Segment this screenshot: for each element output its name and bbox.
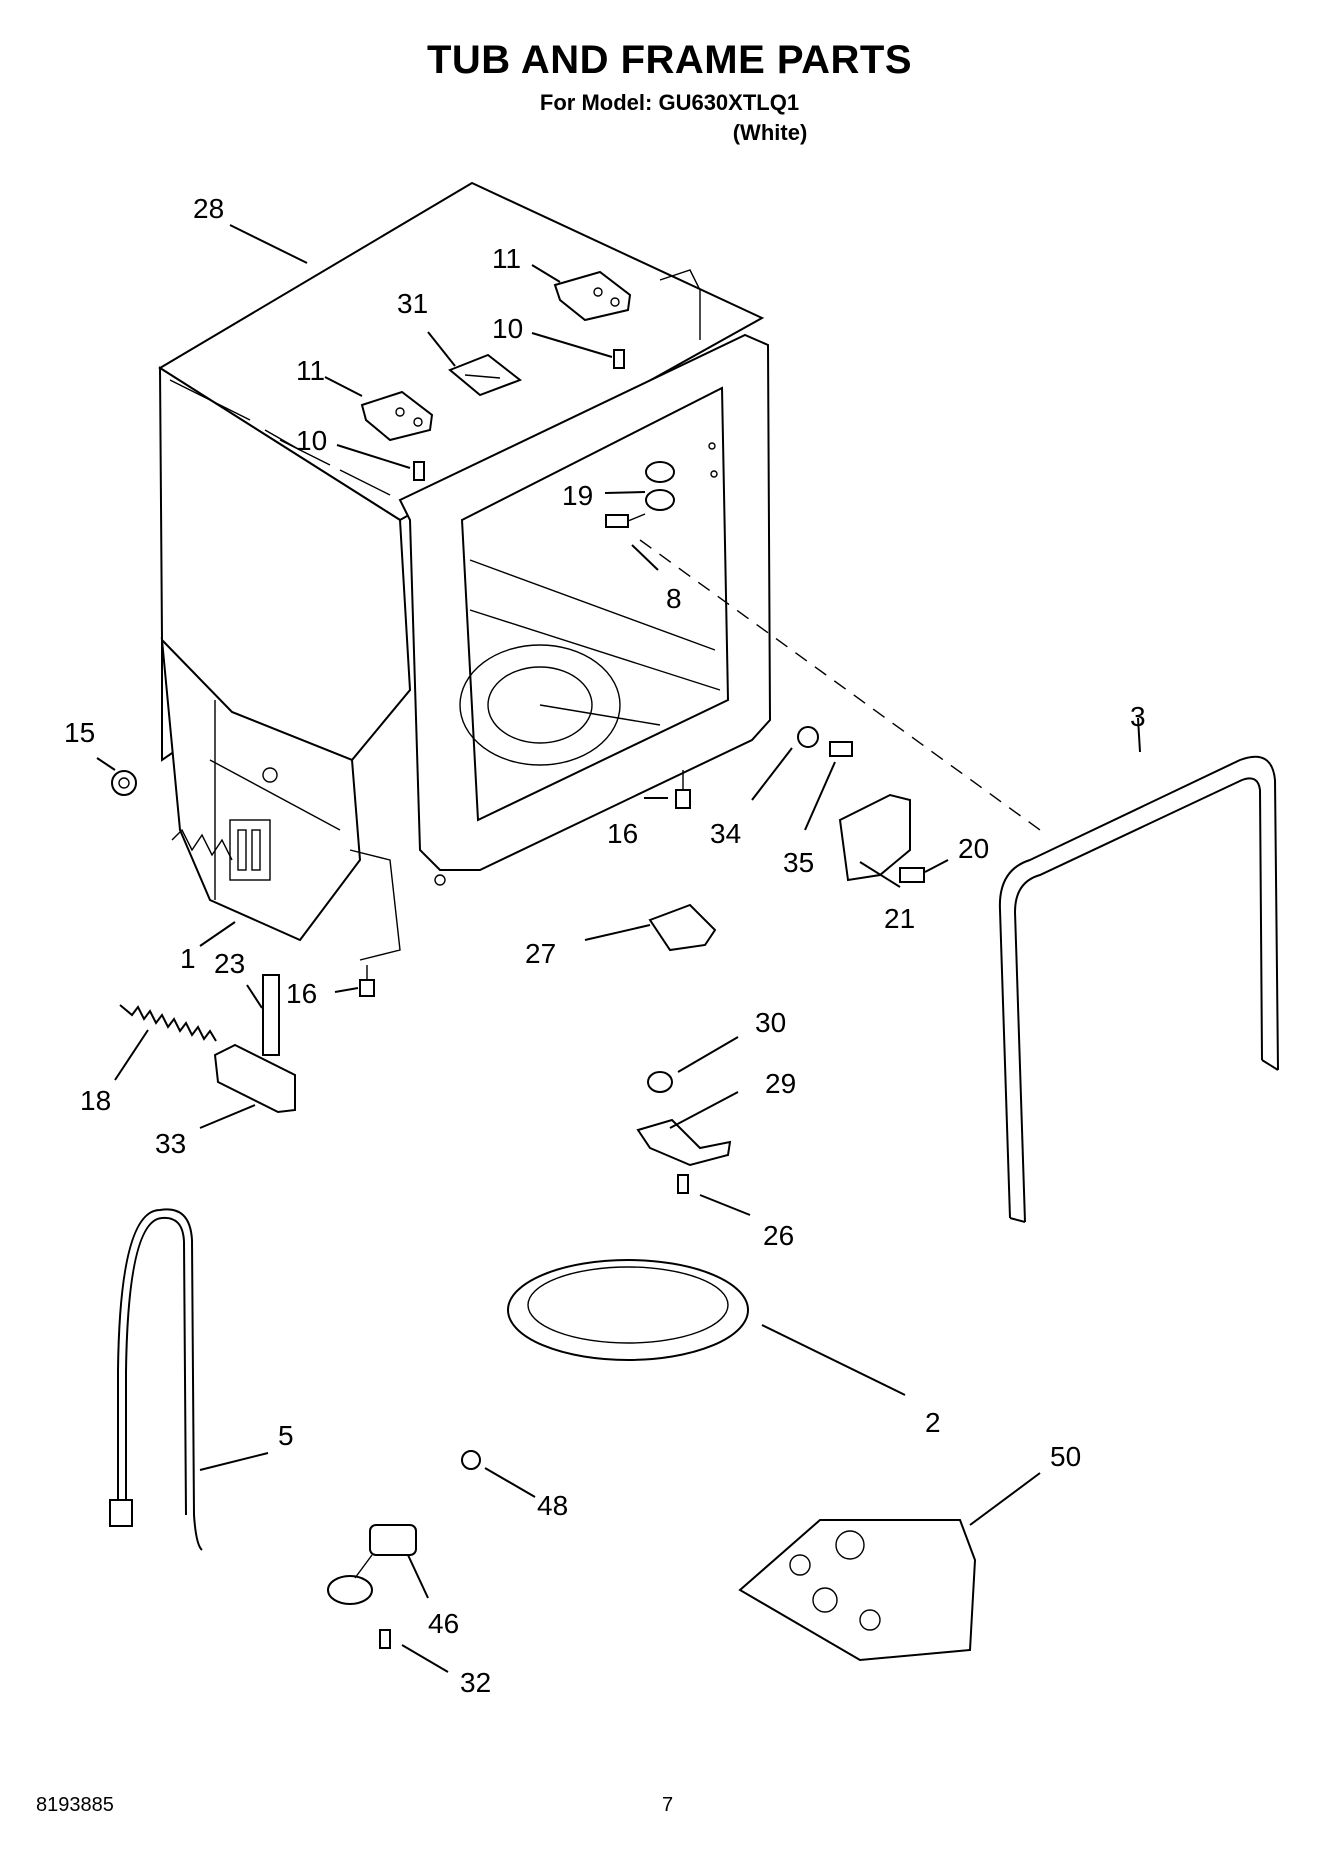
callout-15: 15 xyxy=(64,717,95,748)
callout-32: 32 xyxy=(460,1667,491,1698)
page-header: TUB AND FRAME PARTS For Model: GU630XTLQ… xyxy=(0,0,1339,160)
callout-46: 46 xyxy=(428,1608,459,1639)
callout-26: 26 xyxy=(763,1220,794,1251)
page-number: 7 xyxy=(662,1794,674,1816)
callout-34: 34 xyxy=(710,818,741,849)
model-variant: (White) xyxy=(732,120,808,145)
small-parts xyxy=(109,270,1279,1662)
callout-28: 28 xyxy=(193,193,224,224)
callout-1: 1 xyxy=(180,943,196,974)
callout-31: 31 xyxy=(397,288,428,319)
callout-30: 30 xyxy=(755,1007,786,1038)
callout-27: 27 xyxy=(525,938,556,969)
callout-19: 19 xyxy=(562,480,593,511)
document-number: 8193885 xyxy=(36,1794,114,1816)
callout-11-upper: 11 xyxy=(492,243,521,274)
callout-48: 48 xyxy=(537,1490,568,1521)
callout-23: 23 xyxy=(214,948,245,979)
callout-18: 18 xyxy=(80,1085,111,1116)
callout-16-upper: 16 xyxy=(607,818,638,849)
callout-11-lower: 11 xyxy=(296,355,325,386)
tub-assembly xyxy=(158,181,772,961)
leader-lines xyxy=(96,224,1141,1673)
callout-2: 2 xyxy=(925,1407,941,1438)
callout-21: 21 xyxy=(884,903,915,934)
page-title: TUB AND FRAME PARTS xyxy=(426,38,913,82)
callout-8: 8 xyxy=(666,583,682,614)
callout-labels: 28 11 10 31 11 10 19 8 15 3 16 34 35 20 … xyxy=(64,193,1146,1698)
callout-50: 50 xyxy=(1050,1441,1081,1472)
callout-20: 20 xyxy=(958,833,989,864)
callout-33: 33 xyxy=(155,1128,186,1159)
callout-16-lower: 16 xyxy=(286,978,317,1009)
model-line: For Model: GU630XTLQ1 xyxy=(539,90,800,115)
callout-10-lower: 10 xyxy=(296,425,327,456)
callout-35: 35 xyxy=(783,847,814,878)
callout-5: 5 xyxy=(278,1420,294,1451)
callout-29: 29 xyxy=(765,1068,796,1099)
callout-3: 3 xyxy=(1130,701,1146,732)
callout-10-upper: 10 xyxy=(492,313,523,344)
